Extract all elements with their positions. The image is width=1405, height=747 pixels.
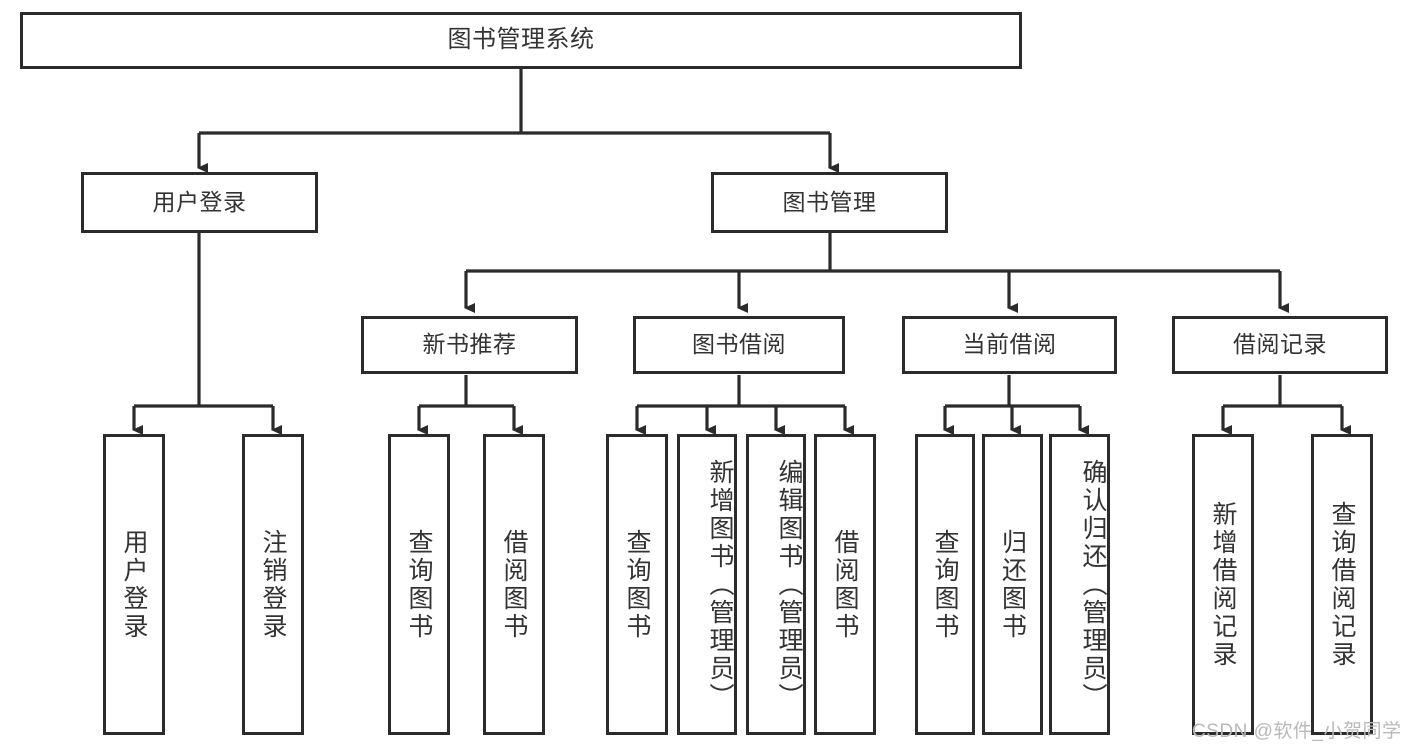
leaf-book-borrow-borrow-book[interactable]: 借阅图书 bbox=[814, 434, 876, 735]
watermark-label: CSDN @软件_小贺同学 bbox=[1192, 721, 1402, 742]
node-root-book-management-system[interactable]: 图书管理系统 bbox=[20, 12, 1022, 69]
leaf-borrow-record-query-record[interactable]: 查询借阅记录 bbox=[1311, 434, 1373, 735]
leaf-current-borrow-query-book[interactable]: 查询图书 bbox=[915, 434, 975, 735]
node-book-borrow[interactable]: 图书借阅 bbox=[633, 316, 845, 374]
node-new-book-recommend[interactable]: 新书推荐 bbox=[361, 316, 578, 374]
leaf-book-borrow-query-book[interactable]: 查询图书 bbox=[606, 434, 668, 735]
leaf-user-login[interactable]: 用户登录 bbox=[103, 434, 165, 735]
leaf-borrow-record-add-record[interactable]: 新增借阅记录 bbox=[1192, 434, 1254, 735]
node-borrow-record[interactable]: 借阅记录 bbox=[1172, 316, 1388, 374]
node-current-borrow[interactable]: 当前借阅 bbox=[902, 316, 1117, 374]
node-book-management[interactable]: 图书管理 bbox=[711, 172, 948, 233]
node-user-login[interactable]: 用户登录 bbox=[81, 172, 318, 233]
leaf-book-borrow-add-book-admin[interactable]: 新增图书（管理员） bbox=[677, 434, 737, 735]
leaf-current-borrow-confirm-return-admin[interactable]: 确认归还（管理员） bbox=[1049, 434, 1110, 735]
leaf-book-borrow-edit-book-admin[interactable]: 编辑图书（管理员） bbox=[746, 434, 806, 735]
leaf-current-borrow-return-book[interactable]: 归还图书 bbox=[982, 434, 1043, 735]
leaf-new-book-query-book[interactable]: 查询图书 bbox=[388, 434, 450, 735]
leaf-new-book-borrow-book[interactable]: 借阅图书 bbox=[483, 434, 545, 735]
leaf-user-logout[interactable]: 注销登录 bbox=[242, 434, 304, 735]
